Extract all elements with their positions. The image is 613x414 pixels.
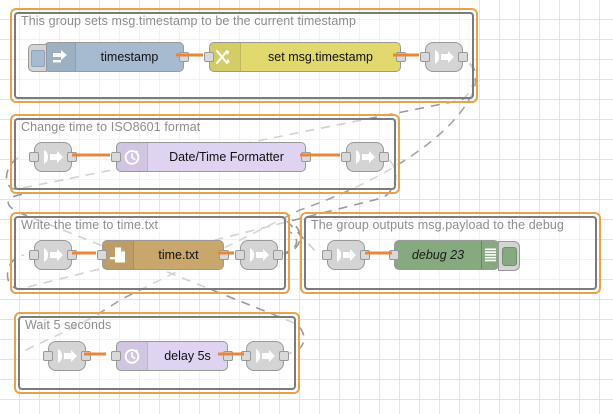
node-debug-23[interactable]: debug 23 — [389, 240, 520, 271]
link-out-icon — [241, 241, 277, 269]
node-file-time-txt[interactable]: time.txt — [97, 240, 229, 270]
debug-bars-icon — [481, 241, 498, 269]
output-port[interactable] — [219, 250, 229, 260]
group-timestamp[interactable]: This group sets msg.timestamp to be the … — [10, 8, 478, 103]
group-label: The group outputs msg.payload to the deb… — [311, 218, 564, 232]
node-label: timestamp — [100, 50, 159, 64]
input-port[interactable] — [389, 250, 399, 260]
file-write-icon — [103, 241, 134, 269]
inject-trigger-button[interactable] — [28, 44, 47, 72]
output-port[interactable] — [81, 351, 91, 361]
group-label: Write the time to time.txt — [21, 218, 159, 232]
link-in-icon — [35, 143, 71, 171]
input-port[interactable] — [111, 351, 121, 361]
link-out-icon — [247, 342, 283, 370]
input-port[interactable] — [204, 52, 214, 62]
output-port[interactable] — [360, 250, 370, 260]
node-link-in-2[interactable] — [29, 142, 77, 172]
node-label: set msg.timestamp — [268, 50, 373, 64]
output-port[interactable] — [67, 152, 77, 162]
node-link-out-5[interactable] — [241, 341, 289, 371]
input-port[interactable] — [97, 250, 107, 260]
group-label: This group sets msg.timestamp to be the … — [21, 14, 356, 28]
input-port[interactable] — [322, 250, 332, 260]
change-shuffle-icon — [210, 43, 241, 71]
group-label: Change time to ISO8601 format — [21, 120, 201, 134]
link-in-icon — [328, 241, 364, 269]
link-in-icon — [35, 241, 71, 269]
input-port[interactable] — [420, 52, 430, 62]
output-port[interactable] — [179, 52, 189, 62]
clock-icon — [117, 342, 148, 370]
input-port[interactable] — [111, 152, 121, 162]
node-link-in-3[interactable] — [29, 240, 77, 270]
node-label: debug 23 — [411, 248, 465, 262]
node-link-out-1[interactable] — [420, 42, 468, 72]
group-label: Wait 5 seconds — [25, 318, 112, 332]
input-port[interactable] — [29, 152, 39, 162]
output-port[interactable] — [379, 152, 389, 162]
output-port[interactable] — [458, 52, 468, 62]
group-iso8601[interactable]: Change time to ISO8601 format Date/Time … — [10, 114, 400, 194]
output-port[interactable] — [301, 152, 311, 162]
inject-arrow-icon — [45, 43, 76, 71]
output-port[interactable] — [223, 351, 233, 361]
node-link-in-5[interactable] — [43, 341, 91, 371]
node-link-out-2[interactable] — [341, 142, 389, 172]
input-port[interactable] — [341, 152, 351, 162]
node-inject-timestamp[interactable]: timestamp — [28, 42, 189, 72]
group-write-file[interactable]: Write the time to time.txt time.txt — [10, 212, 290, 294]
node-label: time.txt — [158, 248, 199, 262]
output-port[interactable] — [67, 250, 77, 260]
debug-enable-toggle[interactable] — [498, 241, 520, 271]
output-port[interactable] — [273, 250, 283, 260]
node-link-out-3[interactable] — [235, 240, 283, 270]
group-debug[interactable]: The group outputs msg.payload to the deb… — [300, 212, 601, 294]
clock-icon — [117, 143, 148, 171]
input-port[interactable] — [29, 250, 39, 260]
output-port[interactable] — [396, 52, 406, 62]
node-label: delay 5s — [164, 349, 211, 363]
group-delay[interactable]: Wait 5 seconds delay 5s — [14, 312, 300, 394]
node-link-in-4[interactable] — [322, 240, 370, 270]
node-label: Date/Time Formatter — [169, 150, 284, 164]
link-in-icon — [49, 342, 85, 370]
node-change-set-timestamp[interactable]: set msg.timestamp — [204, 42, 406, 72]
input-port[interactable] — [43, 351, 53, 361]
link-out-icon — [426, 43, 462, 71]
node-datetime-formatter[interactable]: Date/Time Formatter — [111, 142, 311, 172]
input-port[interactable] — [241, 351, 251, 361]
link-out-icon — [347, 143, 383, 171]
output-port[interactable] — [279, 351, 289, 361]
input-port[interactable] — [235, 250, 245, 260]
node-delay-5s[interactable]: delay 5s — [111, 341, 233, 371]
